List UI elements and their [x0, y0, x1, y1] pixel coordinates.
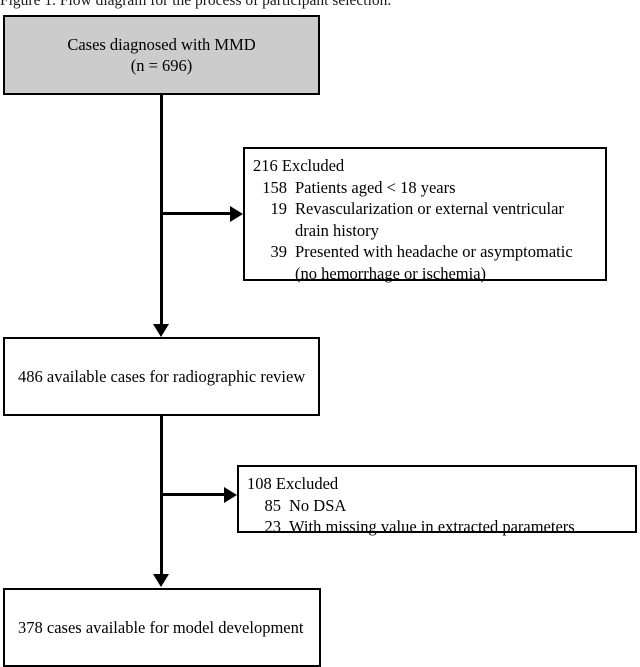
exclusion-1-item-2-count: 19 — [270, 199, 288, 218]
exclusion-1-item-3-text: Presented with headache or asymptomatic … — [295, 241, 599, 284]
arrowhead-down-stage-box — [153, 324, 169, 337]
exclusion-1-item-3-line-2: (no hemorrhage or ischemia) — [295, 263, 487, 283]
exclusion-2-header-label: Excluded — [275, 474, 339, 493]
arrowhead-right-exclusion-2 — [224, 487, 237, 503]
exclusion-2-item-1: 85 No DSA — [247, 495, 629, 517]
exclusion-1-header-count: 216 — [253, 156, 278, 175]
exclusion-2-item-1-text: No DSA — [289, 495, 347, 515]
arrowhead-right-exclusion-1 — [230, 206, 243, 222]
end-box-text: 378 cases available for model developmen… — [18, 618, 304, 637]
exclusion-2-item-2: 23 With missing value in extracted param… — [247, 516, 629, 538]
stage-box-text: 486 available cases for radiographic rev… — [18, 367, 306, 386]
exclusion-1-item-3: 39 Presented with headache or asymptomat… — [253, 241, 599, 284]
exclusion-2-list: 85 No DSA 23 With missing value in extra… — [247, 495, 629, 538]
exclusion-1-item-2-text: Revascularization or external ventricula… — [295, 198, 599, 241]
exclusion-1-item-3-count: 39 — [270, 242, 288, 261]
connector-line-branch-2-horizontal — [160, 493, 226, 496]
arrowhead-down-end-box — [153, 574, 169, 587]
stage-box: 486 available cases for radiographic rev… — [3, 337, 320, 416]
exclusion-1-item-2-line-1: Revascularization or external ventricula… — [295, 199, 564, 218]
exclusion-2-item-2-count: 23 — [264, 517, 282, 536]
connector-line-start-to-branch-1 — [160, 95, 163, 217]
exclusion-1-item-2-line-2: drain history — [295, 220, 379, 240]
exclusion-2-header-count: 108 — [247, 474, 272, 493]
start-box-line-1: Cases diagnosed with MMD — [67, 35, 256, 54]
connector-line-branch-1-horizontal — [160, 212, 232, 215]
exclusion-1-item-1-count: 158 — [262, 177, 287, 197]
start-box-text: Cases diagnosed with MMD (n = 696) — [67, 34, 255, 76]
exclusion-2-header: 108 Excluded — [247, 473, 629, 495]
connector-line-branch-2-to-end — [160, 493, 163, 575]
exclusion-2-item-1-count: 85 — [264, 495, 282, 515]
figure-caption: Figure 1. Flow diagram for the process o… — [0, 0, 392, 9]
exclusion-2-item-2-text: With missing value in extracted paramete… — [289, 517, 575, 536]
connector-line-stage-to-branch-2 — [160, 416, 163, 495]
exclusion-box-1: 216 Excluded 158 Patients aged < 18 year… — [243, 147, 607, 283]
exclusion-1-header: 216 Excluded — [253, 155, 599, 177]
exclusion-1-item-3-line-1: Presented with headache or asymptomatic — [295, 242, 573, 261]
exclusion-1-item-1-text: Patients aged < 18 years — [295, 177, 456, 197]
connector-line-branch-1-to-stage — [160, 212, 163, 325]
end-box: 378 cases available for model developmen… — [3, 588, 321, 667]
start-box-line-2: (n = 696) — [130, 56, 193, 75]
exclusion-box-2: 108 Excluded 85 No DSA 23 With missing v… — [237, 465, 637, 536]
exclusion-1-item-2: 19 Revascularization or external ventric… — [253, 198, 599, 241]
exclusion-1-header-label: Excluded — [281, 156, 345, 175]
start-box: Cases diagnosed with MMD (n = 696) — [3, 15, 320, 95]
exclusion-1-item-1: 158 Patients aged < 18 years — [253, 177, 599, 199]
exclusion-1-list: 158 Patients aged < 18 years 19 Revascul… — [253, 177, 599, 285]
